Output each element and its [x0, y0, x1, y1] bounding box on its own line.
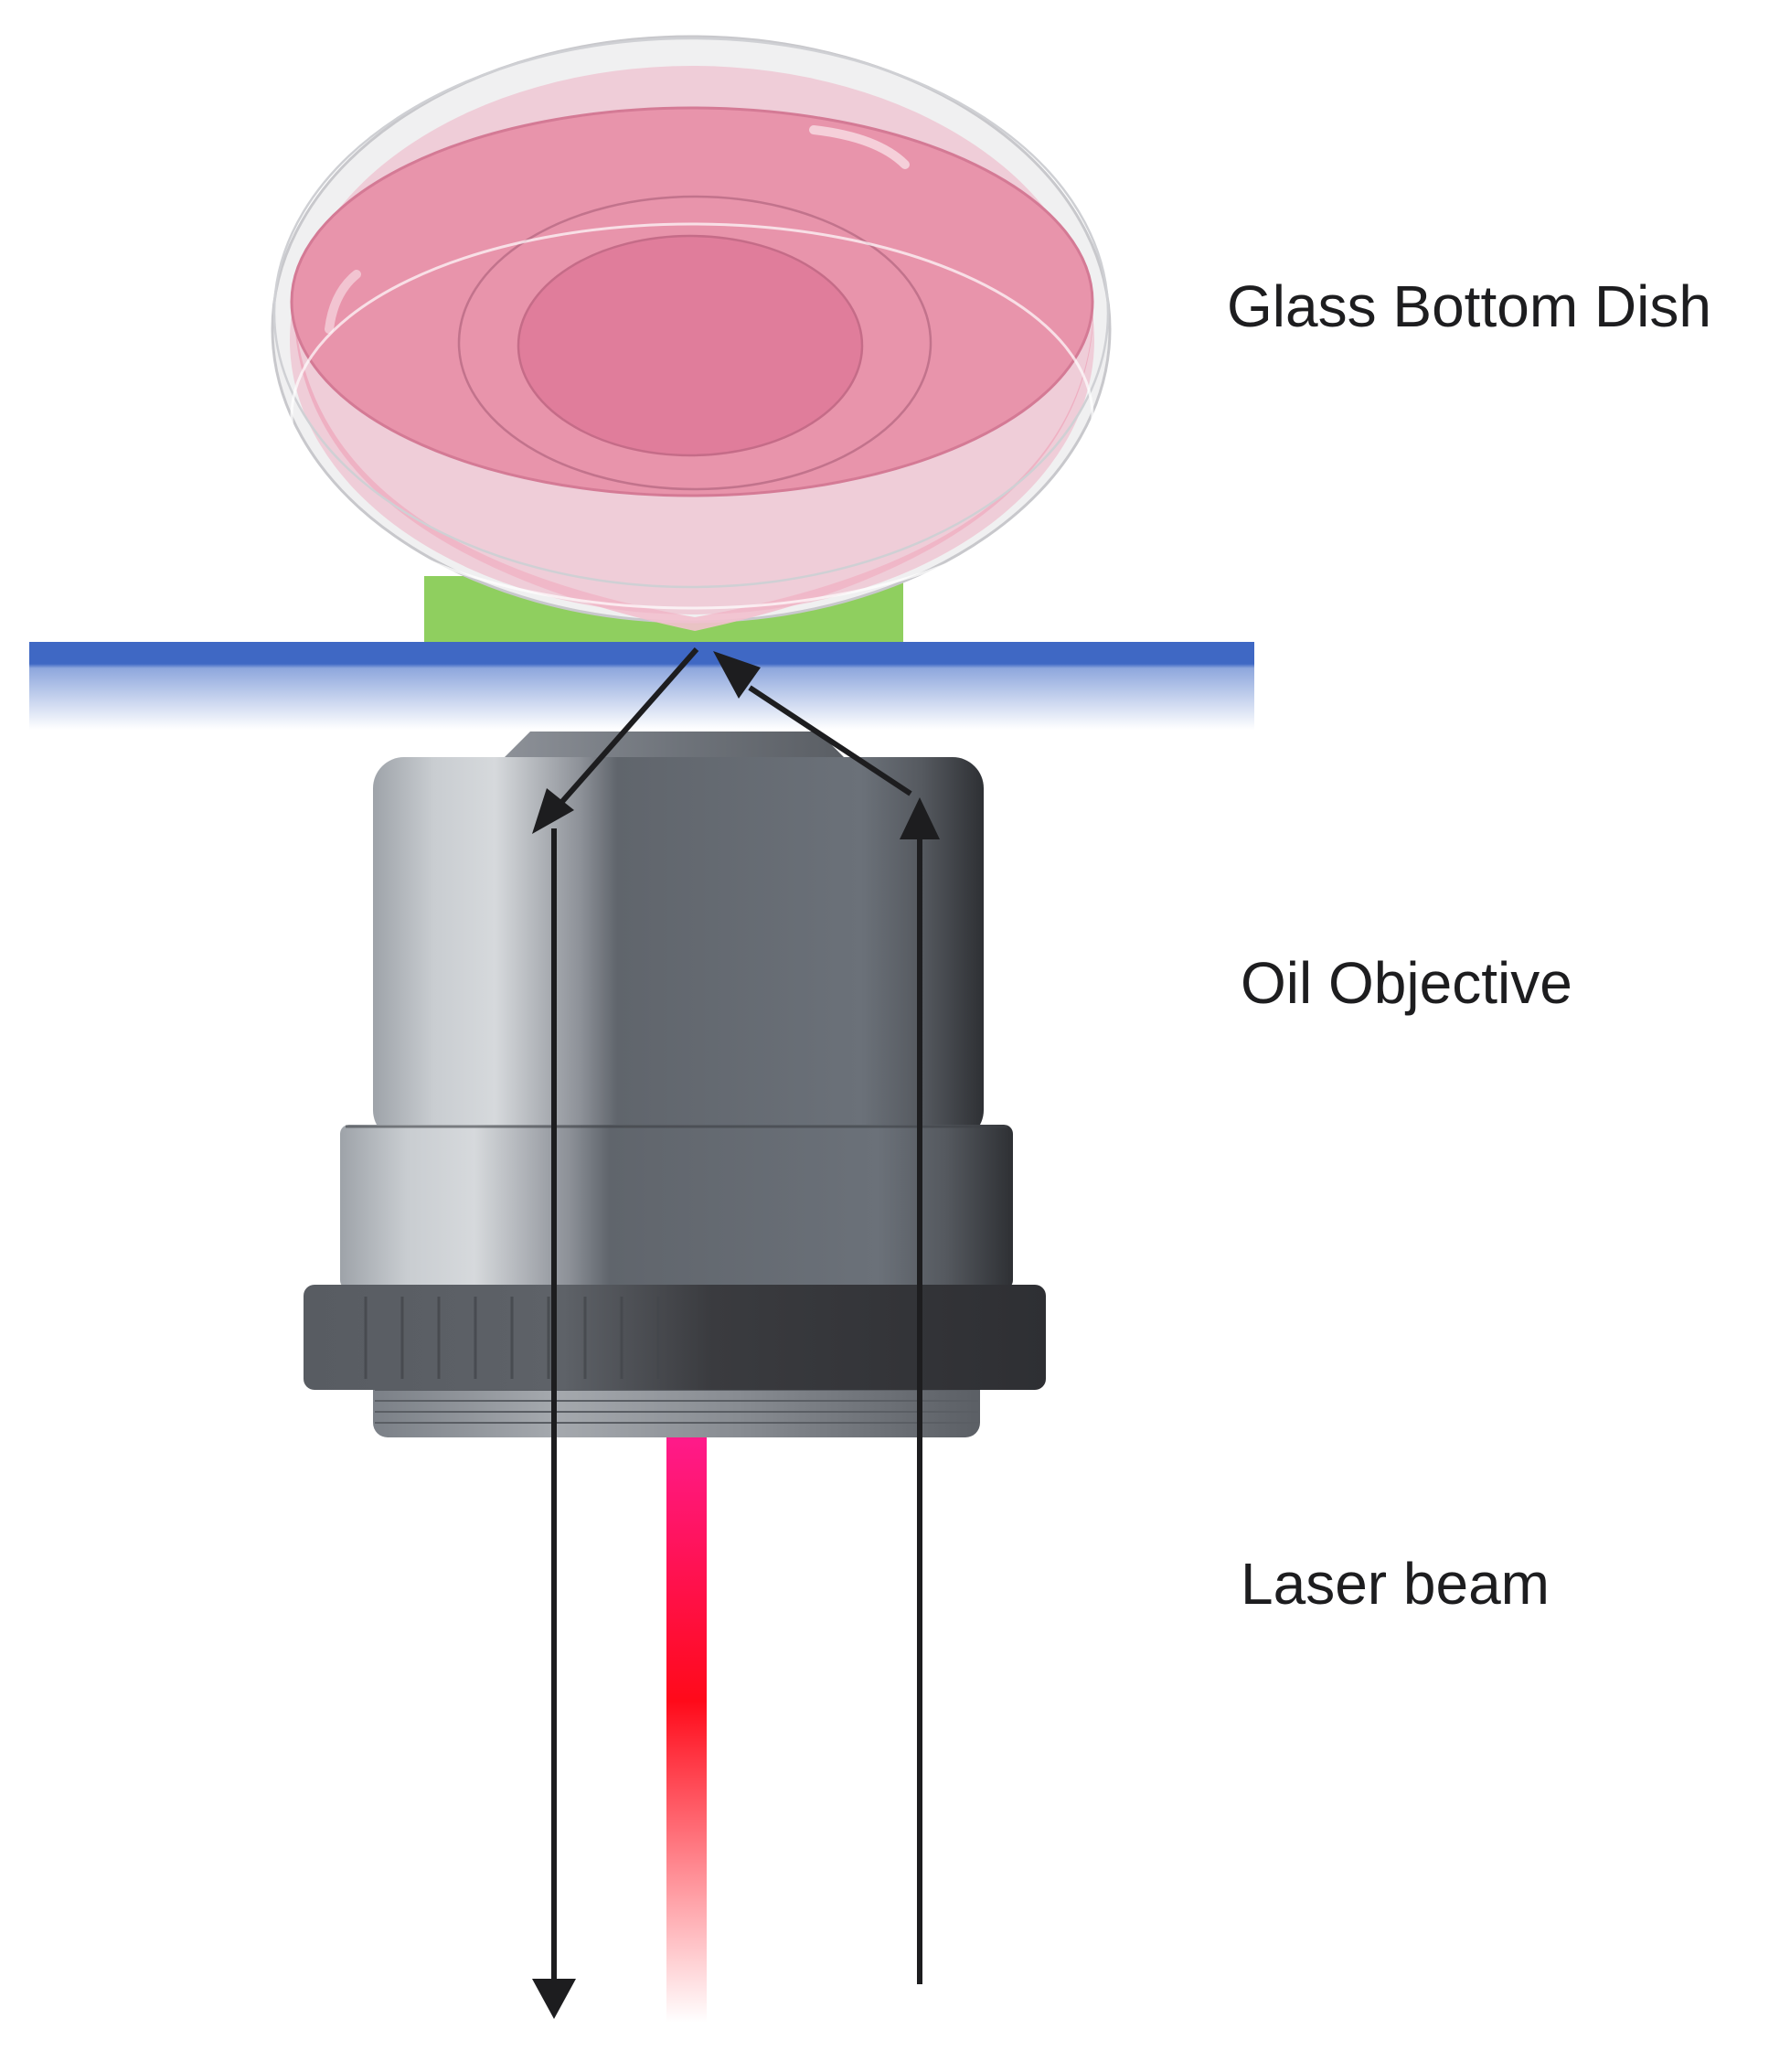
laser-beam-label: Laser beam	[1241, 1551, 1550, 1617]
reflected-ray	[551, 647, 699, 1981]
down-arrow-icon	[532, 788, 574, 834]
laser-beam	[666, 1437, 707, 2023]
up-arrow-icon	[900, 797, 940, 839]
down-arrow-icon	[532, 1979, 576, 2019]
up-arrow-icon	[713, 651, 761, 699]
coverslip	[29, 642, 1254, 730]
glass-bottom-dish	[271, 35, 1112, 631]
oil-objective-label: Oil Objective	[1241, 950, 1572, 1016]
glass-bottom-dish-label: Glass Bottom Dish	[1227, 273, 1711, 339]
oil-objective	[304, 732, 1046, 1437]
incident-ray	[748, 685, 922, 1984]
